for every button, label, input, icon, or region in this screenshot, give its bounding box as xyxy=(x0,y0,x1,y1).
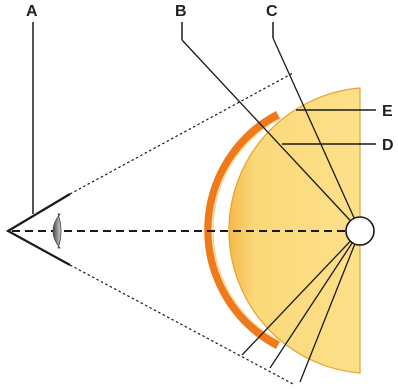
label-e: E xyxy=(382,103,393,120)
label-d: D xyxy=(382,137,394,154)
eye-icon xyxy=(8,194,70,265)
light-source-circle xyxy=(346,217,374,245)
label-b: B xyxy=(175,3,187,20)
eye-lens xyxy=(53,214,61,248)
label-a: A xyxy=(26,3,38,20)
label-c: C xyxy=(266,3,278,20)
